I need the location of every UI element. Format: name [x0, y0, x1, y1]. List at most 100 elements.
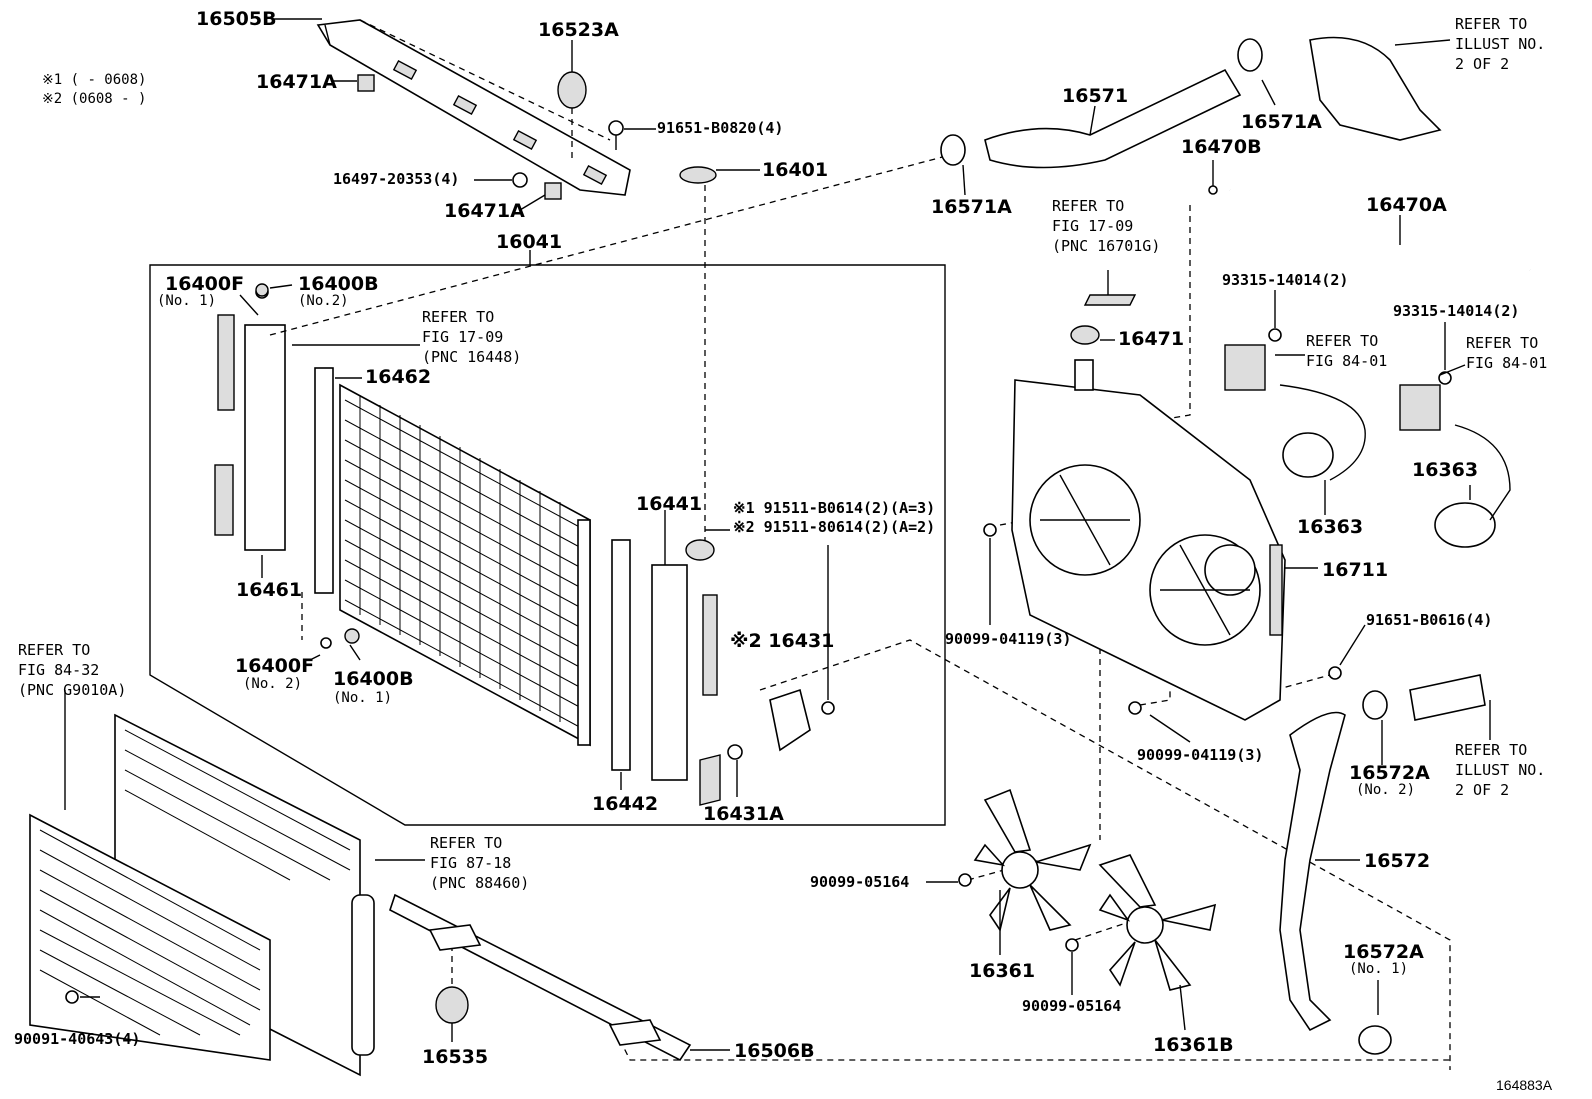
label-16535: 16535 [422, 1046, 489, 1068]
bolt-91651-B0820 [608, 120, 624, 150]
label-93315-14014-lower: 93315-14014(2) [1393, 302, 1520, 320]
label-16470B: 16470B [1181, 136, 1262, 158]
label-16361: 16361 [969, 960, 1036, 982]
ref-line: REFER TO [1455, 15, 1528, 33]
water-outlet-illust [1309, 36, 1442, 141]
label-90099-05164-left: 90099-05164 [810, 873, 910, 891]
label-16400F-no2: 16400F [235, 655, 315, 677]
ref-fig-84-32: REFER TO FIG 84-32 (PNC G9010A) [18, 640, 126, 700]
label-90099-04119-right: 90099-04119(3) [1137, 746, 1264, 764]
label-16400B-no2: 16400B [298, 273, 379, 295]
label-16400B-no1-sub: (No. 1) [333, 690, 393, 706]
outlet-16431 [699, 688, 835, 806]
ref-line: (PNC G9010A) [18, 681, 127, 699]
ref-line: (PNC 16448) [422, 348, 522, 366]
reserve-hose-16470A [1208, 185, 1531, 272]
label-16506B: 16506B [734, 1040, 815, 1062]
label-16711: 16711 [1322, 559, 1389, 581]
label-16572A-no1: 16572A [1343, 941, 1424, 963]
ref-line: REFER TO [1052, 197, 1125, 215]
condenser [29, 713, 375, 1077]
label-90099-05164-right: 90099-05164 [1022, 997, 1122, 1015]
clip-16471A-upper [357, 74, 375, 92]
right-tank-16441 [651, 539, 718, 781]
ref-fig-17-09-pnc-16448: REFER TO FIG 17-09 (PNC 16448) [422, 307, 521, 367]
upper-support-bracket [316, 19, 631, 196]
label-16497-20353: 16497-20353(4) [333, 170, 460, 188]
label-16572A-no2-sub: (No. 2) [1356, 782, 1416, 798]
ref-line: ILLUST NO. [1455, 761, 1546, 779]
label-16041: 16041 [496, 231, 563, 253]
label-16572: 16572 [1364, 850, 1431, 872]
label-16431: ※2 16431 [730, 630, 835, 652]
ref-line: FIG 17-09 [1052, 217, 1134, 235]
label-91651-B0616: 91651-B0616(4) [1366, 611, 1493, 629]
bolt-90099-04119-lower [1128, 701, 1142, 715]
radiator-core [339, 383, 591, 747]
note-2: ※2 (0608 - ) [42, 91, 147, 107]
ref-line: (PNC 16701G) [1052, 237, 1161, 255]
bolt-93315-upper [1268, 328, 1282, 342]
drain-plug-16400B-lower [344, 628, 360, 644]
bolt-91651-B0616 [1328, 666, 1342, 680]
bolt-93315-lower [1438, 371, 1452, 385]
ref-17-09-plate [1083, 294, 1137, 306]
ref-illust-2-of-2-top: REFER TO ILLUST NO. 2 OF 2 [1455, 14, 1545, 74]
label-16571A-right: 16571A [1241, 111, 1322, 133]
label-16571A-left: 16571A [931, 196, 1012, 218]
fan-16361 [958, 788, 1092, 932]
label-16361B: 16361B [1153, 1034, 1234, 1056]
ref-fig-87-18: REFER TO FIG 87-18 (PNC 88460) [430, 833, 529, 893]
fan-16361B [1065, 854, 1217, 991]
fan-motor-16363-upper [1224, 344, 1366, 481]
label-16572A-no1-sub: (No. 1) [1349, 961, 1409, 977]
label-91651-B0820: 91651-B0820(4) [657, 119, 784, 137]
left-tank-16461 [214, 285, 286, 551]
clip-16471A-lower [544, 182, 562, 200]
cushion-16535 [435, 986, 469, 1024]
ref-line: REFER TO [430, 834, 503, 852]
ref-line: 2 OF 2 [1455, 55, 1510, 73]
ref-fig-84-01-b: REFER TO FIG 84-01 [1466, 333, 1547, 373]
label-16400F-no1: 16400F [165, 273, 245, 295]
lower-hose-16572 [1279, 674, 1486, 1055]
label-16400F-no1-sub: (No. 1) [157, 293, 217, 309]
label-16571: 16571 [1062, 85, 1129, 107]
label-16441: 16441 [636, 493, 703, 515]
note-1: ※1 ( - 0608) [42, 72, 147, 88]
gasket-16462 [314, 367, 334, 594]
label-16363-left: 16363 [1297, 516, 1364, 538]
label-16461: 16461 [236, 579, 303, 601]
ref-line: FIG 17-09 [422, 328, 504, 346]
ref-line: ILLUST NO. [1455, 35, 1546, 53]
ref-line: REFER TO [18, 641, 91, 659]
label-16471A-upper: 16471A [256, 71, 337, 93]
ref-line: REFER TO [422, 308, 495, 326]
ref-line: FIG 84-01 [1306, 352, 1388, 370]
ref-line: 2 OF 2 [1455, 781, 1510, 799]
label-16505B: 16505B [196, 8, 277, 30]
label-16523A: 16523A [538, 19, 619, 41]
fan-motor-16363-lower [1399, 384, 1511, 548]
label-16401: 16401 [762, 159, 829, 181]
label-16471A-lower: 16471A [444, 200, 525, 222]
illustration-id: 164883A [1496, 1077, 1553, 1093]
label-16462: 16462 [365, 366, 432, 388]
label-16442: 16442 [592, 793, 659, 815]
label-16400F-no2-sub: (No. 2) [243, 676, 303, 692]
label-93315-14014-upper: 93315-14014(2) [1222, 271, 1349, 289]
ref-fig-17-09-pnc-16701G: REFER TO FIG 17-09 (PNC 16701G) [1052, 196, 1160, 256]
label-91511-80614: ※2 91511-80614(2)(A=2) [733, 518, 936, 536]
ref-line: FIG 87-18 [430, 854, 512, 872]
radiator-assembly-box [149, 264, 946, 826]
label-16471: 16471 [1118, 328, 1185, 350]
cap-16471 [1070, 325, 1100, 345]
label-90091-40643: 90091-40643(4) [14, 1030, 141, 1048]
gasket-16442 [611, 539, 631, 771]
radiator-cap-16401 [679, 166, 717, 540]
drain-plug-16400B-upper [255, 283, 269, 297]
leader-lines [64, 18, 1491, 1051]
ref-illust-2-of-2-bottom: REFER TO ILLUST NO. 2 OF 2 [1455, 740, 1545, 800]
o-ring-16400F [320, 637, 332, 649]
